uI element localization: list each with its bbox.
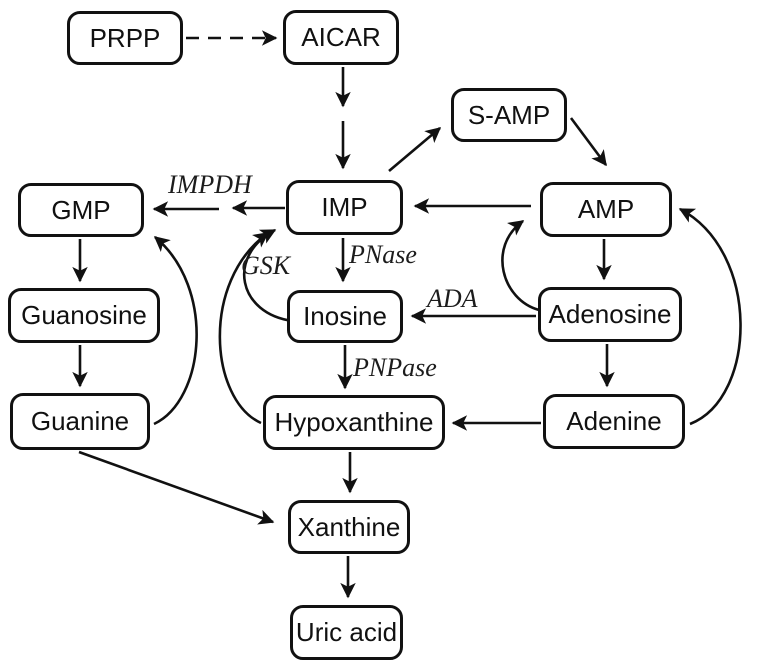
node-uricacid: Uric acid	[290, 605, 403, 660]
node-adenosine: Adenosine	[538, 287, 682, 342]
enzyme-label-pnpase: PNPase	[353, 353, 437, 382]
node-guanosine: Guanosine	[8, 288, 160, 343]
enzyme-label-gsk: GSK	[241, 251, 291, 280]
node-amp: AMP	[540, 182, 672, 237]
node-gmp-label: GMP	[51, 194, 111, 225]
node-xanthine-label: Xanthine	[297, 511, 401, 542]
node-aicar-label: AICAR	[301, 22, 381, 52]
node-amp-label: AMP	[577, 194, 635, 224]
arrow-imp-samp	[388, 127, 442, 172]
node-guanine: Guanine	[10, 393, 150, 450]
arrow-samp-amp	[569, 117, 608, 167]
node-gmp: GMP	[18, 183, 144, 237]
node-samp-label: S-AMP	[467, 99, 551, 130]
node-aicar: AICAR	[283, 10, 399, 65]
node-adenine-label: Adenine	[566, 406, 662, 436]
enzyme-label-ada: ADA	[427, 284, 478, 313]
node-inosine: Inosine	[287, 290, 403, 343]
node-hypoxanthine-label: Hypoxanthine	[274, 407, 434, 437]
node-guanosine-label: Guanosine	[21, 300, 147, 330]
node-adenine: Adenine	[543, 394, 685, 449]
node-hypoxanthine: Hypoxanthine	[263, 395, 445, 450]
node-uricacid-label: Uric acid	[295, 617, 398, 647]
node-guanine-label: Guanine	[30, 406, 130, 436]
node-samp: S-AMP	[451, 88, 567, 142]
enzyme-label-pnase: PNase	[349, 240, 417, 269]
arrow-guanine-gmp	[153, 236, 198, 426]
node-imp: IMP	[286, 180, 403, 235]
node-prpp: PRPP	[67, 11, 183, 65]
enzyme-label-impdh: IMPDH	[168, 170, 252, 199]
node-adenosine-label: Adenosine	[548, 299, 672, 329]
node-prpp-label: PRPP	[89, 22, 161, 53]
arrow-hypoxanthine-imp	[218, 231, 270, 425]
arrow-adenosine-amp	[501, 219, 540, 312]
arrow-guanine-xanthine	[78, 450, 275, 525]
arrow-adenine-amp	[678, 207, 742, 426]
node-inosine-label: Inosine	[303, 301, 387, 331]
node-imp-label: IMP	[321, 192, 368, 222]
node-xanthine: Xanthine	[288, 500, 410, 554]
